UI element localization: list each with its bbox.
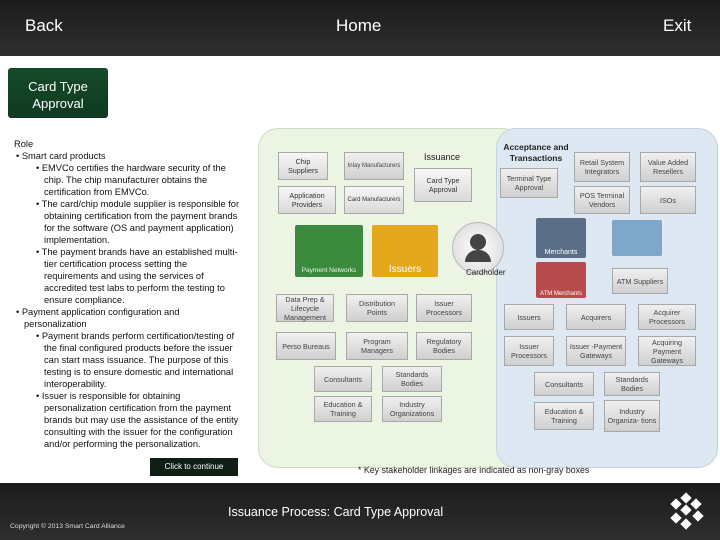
- role-line: • Issuer is responsible for obtaining pe…: [36, 391, 239, 449]
- issuer-payment-gateways-box[interactable]: Issuer -Payment Gateways: [566, 336, 626, 366]
- issuers-caption: Issuers: [388, 264, 422, 275]
- issuer-processors-right-box[interactable]: Issuer Processors: [504, 336, 554, 366]
- consultants-right-box[interactable]: Consultants: [534, 372, 594, 396]
- section-title-card: Card Type Approval: [8, 68, 108, 118]
- acquirers-box[interactable]: Acquirers: [566, 304, 626, 330]
- role-heading: Role: [14, 139, 34, 149]
- payment-networks-image[interactable]: Payment Networks: [295, 225, 363, 277]
- regulatory-bodies-box[interactable]: Regulatory Bodies: [416, 332, 472, 360]
- merchants-caption: Merchants: [544, 249, 578, 256]
- copyright: Copyright © 2013 Smart Card Alliance: [10, 523, 125, 530]
- program-managers-box[interactable]: Program Managers: [346, 332, 408, 360]
- cardholder-body-icon: [465, 250, 491, 262]
- acceptance-label: Acceptance and Transactions: [503, 142, 569, 163]
- merchants-image[interactable]: Merchants: [536, 218, 586, 258]
- issuers-image[interactable]: Issuers: [372, 225, 438, 277]
- inlay-manufacturers-box[interactable]: Inlay Manufacturers: [344, 152, 404, 180]
- isos-box[interactable]: ISOs: [640, 186, 696, 214]
- back-button[interactable]: Back: [25, 16, 63, 35]
- acquiring-payment-gateways-box[interactable]: Acquiring Payment Gateways: [638, 336, 696, 366]
- continue-button[interactable]: Click to continue: [150, 458, 238, 476]
- smart-card-alliance-logo-icon: [670, 492, 704, 530]
- issuance-label: Issuance: [424, 152, 461, 162]
- standards-bodies-right-box[interactable]: Standards Bodies: [604, 372, 660, 396]
- role-line: • Smart card products: [16, 151, 106, 161]
- chip-suppliers-box[interactable]: Chip Suppliers: [278, 152, 328, 180]
- exit-button[interactable]: Exit: [663, 16, 692, 35]
- data-prep-box[interactable]: Data Prep & Lifecycle Management: [276, 294, 334, 322]
- retail-system-integrators-box[interactable]: Retail System Integrators: [574, 152, 630, 182]
- atm-caption: ATM Merchants: [540, 291, 582, 297]
- distribution-points-box[interactable]: Distribution Points: [346, 294, 408, 322]
- role-description: Role • Smart card products • EMVCo certi…: [14, 138, 240, 450]
- terminal-type-approval-box[interactable]: Terminal Type Approval: [500, 168, 558, 198]
- footnote: * Key stakeholder linkages are indicated…: [358, 465, 590, 475]
- role-line: • Payment brands perform certification/t…: [36, 331, 235, 389]
- atm-image[interactable]: ATM Merchants: [536, 262, 586, 298]
- value-added-resellers-box[interactable]: Value Added Resellers: [640, 152, 696, 182]
- standards-bodies-left-box[interactable]: Standards Bodies: [382, 366, 442, 392]
- top-nav-bar: Back Home Exit: [0, 0, 720, 56]
- role-line: • The card/chip module supplier is respo…: [36, 199, 240, 245]
- cardholder-label: Cardholder: [466, 268, 506, 277]
- cardholder-icon: [470, 234, 486, 250]
- role-line: • The payment brands have an established…: [36, 247, 238, 305]
- card-type-approval-box[interactable]: Card Type Approval: [414, 168, 472, 202]
- industry-orgs-left-box[interactable]: Industry Organizations: [382, 396, 442, 422]
- bottom-bar: [0, 483, 720, 540]
- card-manufacturers-box[interactable]: Card Manufacturers: [344, 186, 404, 214]
- education-training-right-box[interactable]: Education & Training: [534, 402, 594, 430]
- terminal-image[interactable]: [612, 220, 662, 256]
- section-title-line2: Approval: [32, 96, 84, 111]
- application-providers-box[interactable]: Application Providers: [278, 186, 336, 214]
- consultants-left-box[interactable]: Consultants: [314, 366, 372, 392]
- page-title: Issuance Process: Card Type Approval: [228, 505, 444, 519]
- issuers-box[interactable]: Issuers: [504, 304, 554, 330]
- perso-bureaus-box[interactable]: Perso Bureaus: [276, 332, 336, 360]
- industry-orgs-right-box[interactable]: Industry Organiza- tions: [604, 400, 660, 432]
- education-training-left-box[interactable]: Education & Training: [314, 396, 372, 422]
- payment-networks-caption: Payment Networks: [301, 267, 357, 274]
- acquirer-processors-box[interactable]: Acquirer Processors: [638, 304, 696, 330]
- pos-terminal-vendors-box[interactable]: POS Terminal Vendors: [574, 186, 630, 214]
- home-button[interactable]: Home: [336, 16, 382, 35]
- section-title-line1: Card Type: [28, 79, 88, 94]
- issuer-processors-box[interactable]: Issuer Processors: [416, 294, 472, 322]
- role-line: • EMVCo certifies the hardware security …: [36, 163, 226, 197]
- atm-suppliers-box[interactable]: ATM Suppliers: [612, 268, 668, 294]
- role-line: • Payment application configuration and …: [16, 307, 180, 329]
